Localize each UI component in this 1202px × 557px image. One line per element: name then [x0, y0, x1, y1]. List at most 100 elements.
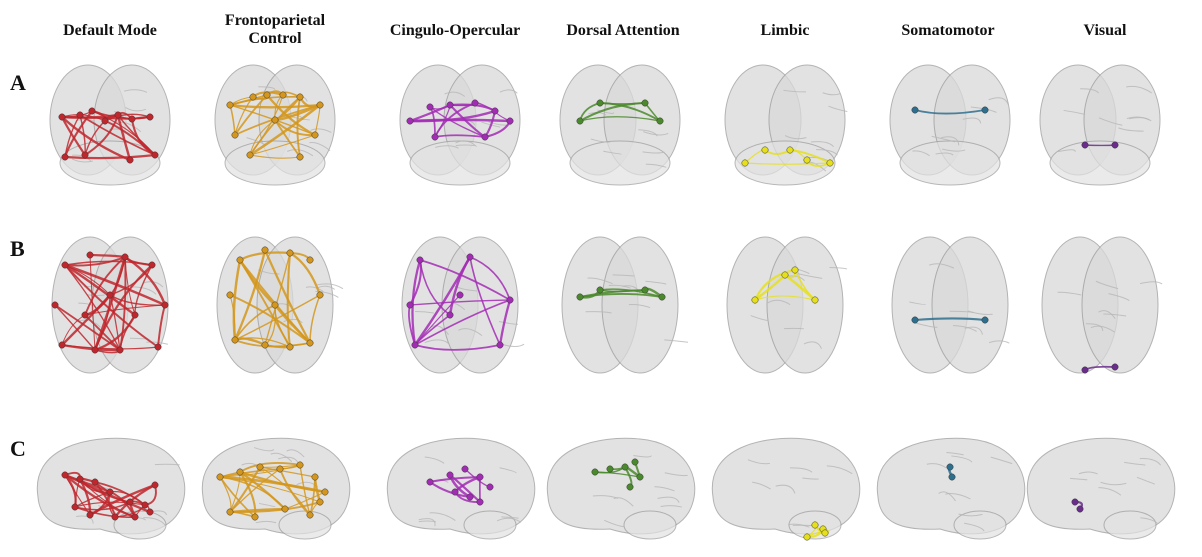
network-node — [792, 267, 798, 273]
network-node — [287, 344, 293, 350]
network-node — [1072, 499, 1078, 505]
network-node — [127, 499, 133, 505]
network-node — [642, 100, 648, 106]
network-node — [637, 474, 643, 480]
brain-sagittal-5 — [877, 438, 1024, 539]
brain-axial-4 — [727, 237, 847, 373]
network-node — [432, 134, 438, 140]
network-node — [89, 108, 95, 114]
brain-coronal-2 — [400, 65, 520, 185]
network-node — [59, 342, 65, 348]
network-node — [152, 152, 158, 158]
network-node — [62, 154, 68, 160]
network-node — [237, 469, 243, 475]
network-node — [787, 147, 793, 153]
brain-axial-5 — [892, 237, 1009, 373]
network-node — [277, 466, 283, 472]
network-node — [152, 482, 158, 488]
network-node — [762, 147, 768, 153]
network-node — [322, 489, 328, 495]
network-node — [107, 292, 113, 298]
network-node — [257, 464, 263, 470]
network-node — [782, 272, 788, 278]
network-node — [949, 474, 955, 480]
network-node — [62, 262, 68, 268]
network-node — [147, 509, 153, 515]
brain-sagittal-1 — [202, 438, 349, 539]
network-node — [447, 312, 453, 318]
network-node — [804, 157, 810, 163]
network-node — [472, 100, 478, 106]
network-node — [217, 474, 223, 480]
network-node — [1112, 142, 1118, 148]
network-node — [102, 118, 108, 124]
network-node — [477, 474, 483, 480]
network-node — [947, 464, 953, 470]
network-node — [272, 302, 278, 308]
network-node — [982, 317, 988, 323]
brain-axial-1 — [217, 237, 343, 373]
network-node — [462, 466, 468, 472]
network-node — [237, 257, 243, 263]
network-node — [297, 462, 303, 468]
network-node — [262, 342, 268, 348]
network-node — [147, 114, 153, 120]
brain-coronal-3 — [560, 65, 680, 185]
network-node — [607, 466, 613, 472]
network-node — [497, 342, 503, 348]
network-node — [307, 257, 313, 263]
network-node — [112, 514, 118, 520]
network-node — [812, 522, 818, 528]
network-node — [127, 157, 133, 163]
network-node — [507, 118, 513, 124]
brain-axial-3 — [562, 237, 688, 373]
network-node — [317, 292, 323, 298]
network-node — [312, 474, 318, 480]
network-node — [912, 107, 918, 113]
network-node — [250, 94, 256, 100]
network-node — [507, 297, 513, 303]
network-node — [659, 294, 665, 300]
network-node — [1082, 142, 1088, 148]
brain-coronal-5 — [890, 65, 1010, 185]
network-node — [1112, 364, 1118, 370]
network-node — [577, 118, 583, 124]
network-node — [577, 294, 583, 300]
network-node — [407, 118, 413, 124]
network-node — [132, 514, 138, 520]
network-node — [417, 257, 423, 263]
network-node — [592, 469, 598, 475]
network-node — [232, 337, 238, 343]
network-node — [427, 104, 433, 110]
network-node — [912, 317, 918, 323]
network-node — [982, 107, 988, 113]
network-node — [812, 297, 818, 303]
brain-axial-2 — [402, 237, 524, 373]
network-node — [87, 512, 93, 518]
network-node — [622, 464, 628, 470]
network-node — [149, 262, 155, 268]
network-node — [1077, 506, 1083, 512]
network-node — [804, 534, 810, 540]
brain-axial-6 — [1042, 237, 1162, 373]
network-node — [72, 504, 78, 510]
network-node — [827, 160, 833, 166]
network-node — [287, 250, 293, 256]
network-node — [477, 499, 483, 505]
network-node — [307, 340, 313, 346]
network-node — [427, 479, 433, 485]
network-node — [1082, 367, 1088, 373]
network-node — [627, 484, 633, 490]
network-node — [232, 132, 238, 138]
network-node — [264, 92, 270, 98]
network-node — [77, 112, 83, 118]
network-node — [280, 92, 286, 98]
network-node — [162, 302, 168, 308]
network-node — [317, 102, 323, 108]
network-node — [282, 506, 288, 512]
brain-sagittal-6 — [1027, 438, 1174, 539]
network-node — [272, 117, 278, 123]
network-node — [467, 254, 473, 260]
network-node — [117, 347, 123, 353]
